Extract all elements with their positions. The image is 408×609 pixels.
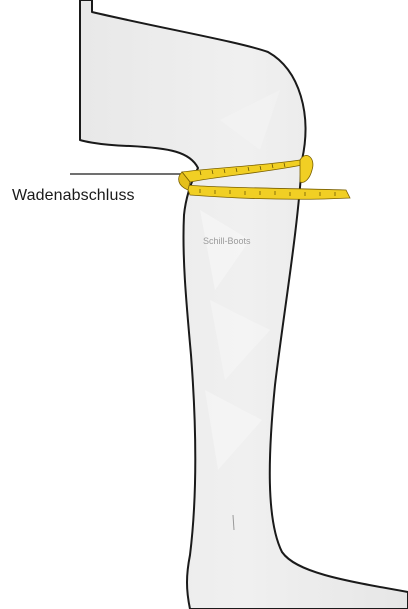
measurement-label: Wadenabschluss xyxy=(12,187,135,205)
brand-watermark: Schill-Boots xyxy=(203,236,251,246)
leg-outline xyxy=(80,0,408,609)
